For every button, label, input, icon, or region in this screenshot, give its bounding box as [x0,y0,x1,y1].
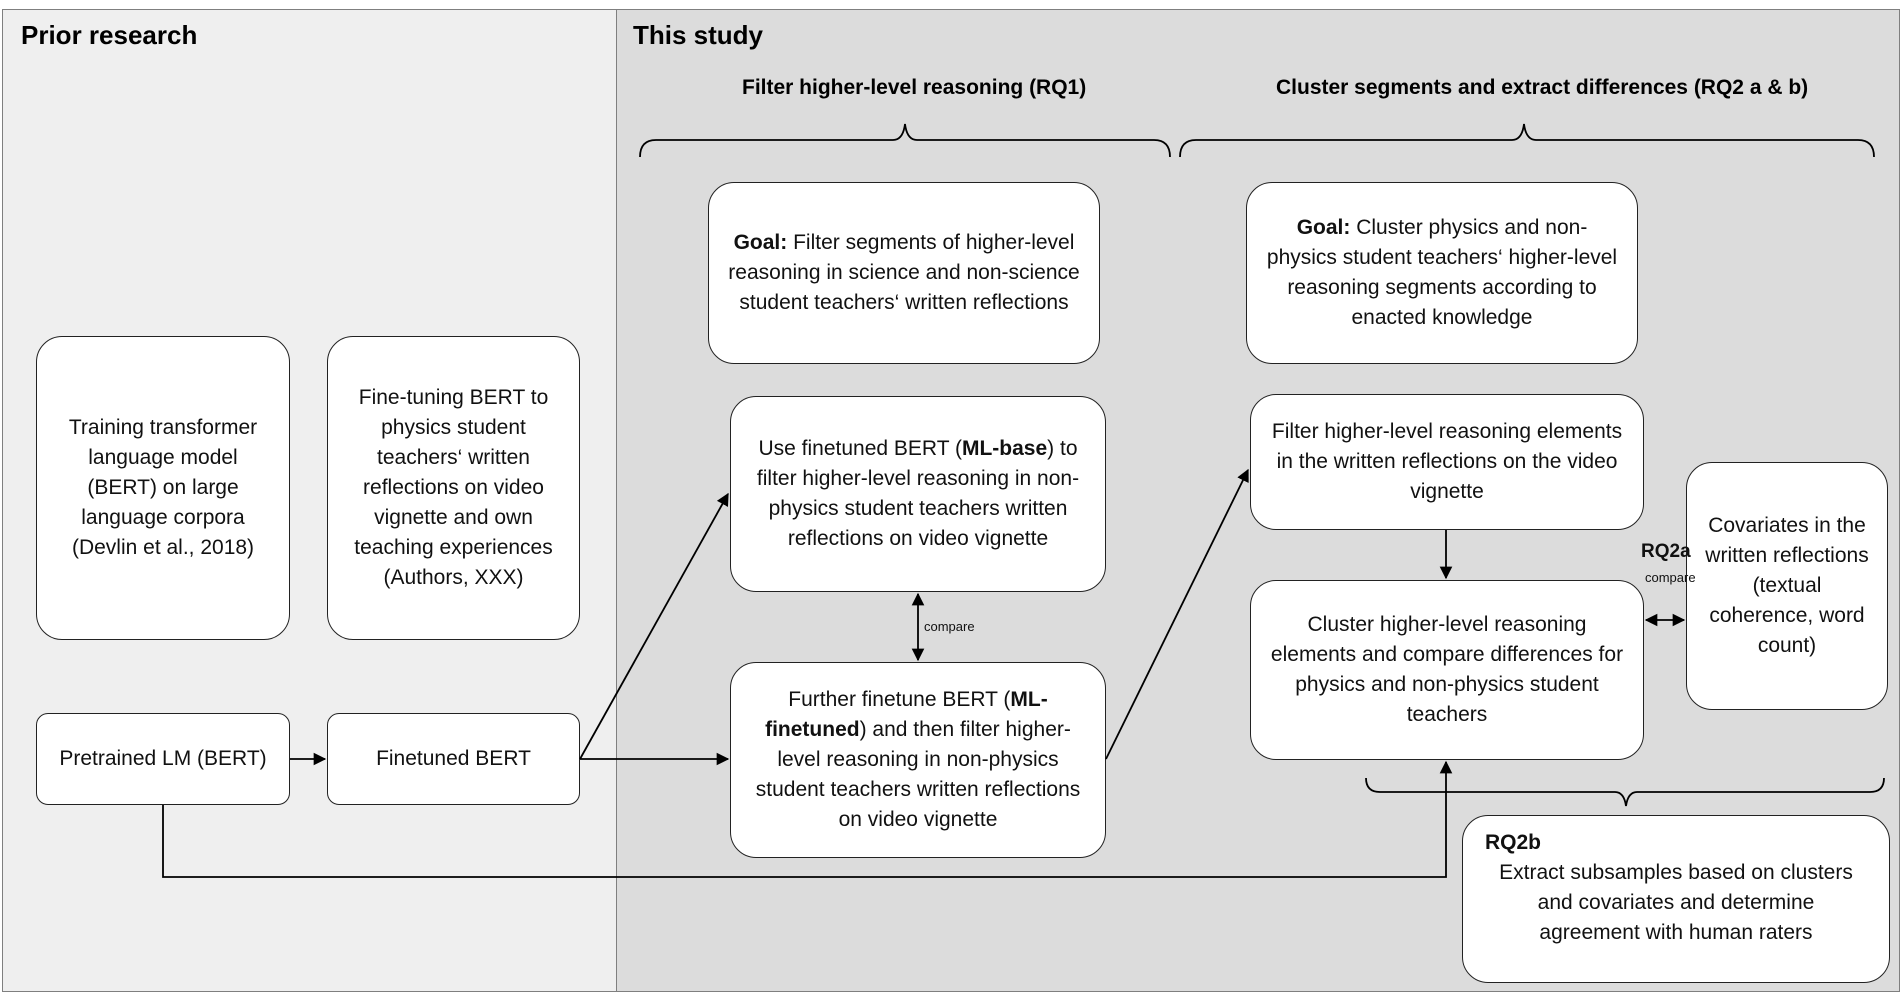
ml-finetuned-text-pre: Further finetune BERT ( [788,688,1011,711]
ml-base-text-pre: Use finetuned BERT ( [758,437,962,460]
rq2a-label: RQ2a [1641,541,1691,562]
compare-label-rq1: compare [924,619,975,634]
prior-research-title: Prior research [21,20,198,50]
ml-base-box: Use finetuned BERT (ML-base) to filter h… [730,396,1106,592]
brace-rq2b [1365,777,1885,807]
goal-rq2-label: Goal: [1296,216,1351,239]
training-transformer-box: Training transformer language model (BER… [36,336,290,640]
brace-rq2 [1179,123,1875,158]
cluster-text: Cluster higher-level reasoning elements … [1270,613,1624,726]
finetuning-bert-box: Fine-tuning BERT to physics student teac… [327,336,580,640]
compare-label-rq2a: compare [1645,570,1696,585]
ml-finetuned-bold: ML-finetuned [765,688,1048,741]
ml-base-bold: ML-base [961,437,1048,460]
covariates-box: Covariates in the written reflections (t… [1686,462,1888,710]
pretrained-lm-text: Pretrained LM (BERT) [59,747,267,770]
arrow-mlfinetuned-to-filter [1105,468,1249,760]
arrow-finetuned-to-mlbase [579,492,729,760]
ml-finetuned-box: Further finetune BERT (ML-finetuned) and… [730,662,1106,858]
rq2b-title: RQ2b [1485,831,1542,854]
goal-rq1-label: Goal: [733,231,788,254]
covariates-text: Covariates in the written reflections (t… [1705,514,1869,657]
goal-rq1-text: Filter segments of higher-level reasonin… [728,231,1080,314]
rq2b-text: Extract subsamples based on clusters and… [1499,861,1853,944]
finetuning-bert-text: Fine-tuning BERT to physics student teac… [354,386,553,589]
this-study-title: This study [633,20,764,50]
rq2b-box: RQ2b Extract subsamples based on cluster… [1462,815,1890,983]
rq2-section-title: Cluster segments and extract differences… [1276,76,1809,99]
goal-rq2-text: Cluster physics and non-physics student … [1266,216,1618,329]
filter-elements-text: Filter higher-level reasoning elements i… [1271,420,1623,503]
pretrained-lm-box: Pretrained LM (BERT) [36,713,290,805]
goal-rq1-box: Goal: Filter segments of higher-level re… [708,182,1100,364]
finetuned-bert-text: Finetuned BERT [376,747,531,770]
filter-elements-box: Filter higher-level reasoning elements i… [1250,394,1644,530]
finetuned-bert-box: Finetuned BERT [327,713,580,805]
cluster-box: Cluster higher-level reasoning elements … [1250,580,1644,760]
brace-rq1 [639,123,1171,158]
rq1-section-title: Filter higher-level reasoning (RQ1) [742,76,1087,99]
goal-rq2-box: Goal: Cluster physics and non-physics st… [1246,182,1638,364]
arrow-pretrained-to-cluster [162,760,1453,878]
ml-base-text-post: ) to filter higher-level reasoning in no… [756,437,1080,550]
ml-finetuned-text-post: ) and then filter higher-level reasoning… [755,718,1081,831]
training-transformer-text: Training transformer language model (BER… [68,416,258,559]
